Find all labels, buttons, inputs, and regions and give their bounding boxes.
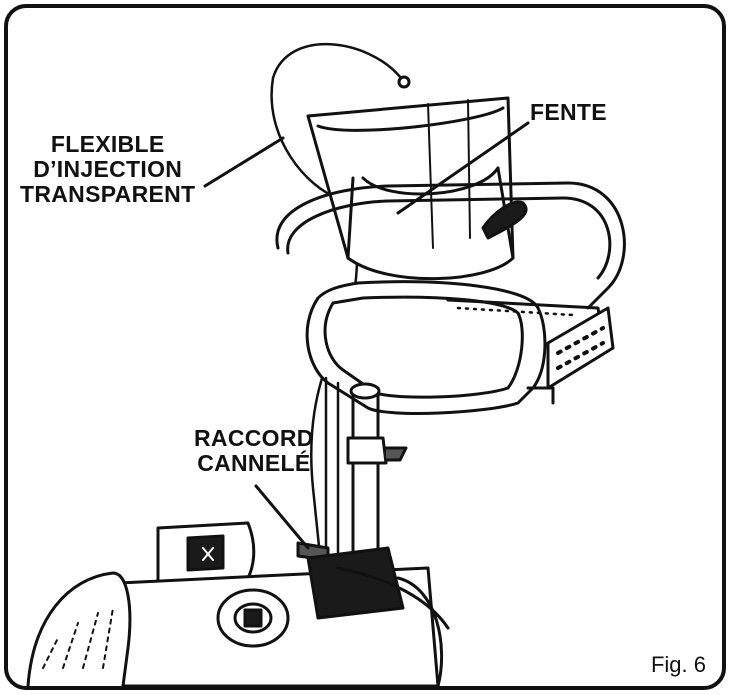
label-line: CANNELÉ <box>197 450 311 476</box>
figure-number: Fig. 6 <box>650 652 706 677</box>
tray-frame <box>275 181 626 310</box>
leader-fitting <box>254 484 310 550</box>
label-line: D’INJECTION <box>33 156 183 182</box>
handle-post <box>351 386 380 570</box>
lower-tray <box>305 280 547 415</box>
leader-slot <box>396 121 530 215</box>
label-line: FLEXIBLE <box>50 131 165 157</box>
bucket-handle <box>481 200 528 240</box>
figure-frame: FLEXIBLE D’INJECTION TRANSPARENT FENTE R… <box>4 4 726 690</box>
label-injection-hose: FLEXIBLE D’INJECTION TRANSPARENT <box>20 132 195 207</box>
label-barbed-fitting: RACCORD CANNELÉ <box>194 426 314 476</box>
post-cap <box>349 382 381 400</box>
bucket <box>306 96 515 281</box>
side-rail <box>324 376 340 570</box>
label-line: FENTE <box>530 99 607 125</box>
label-slot: FENTE <box>530 100 607 125</box>
label-line: TRANSPARENT <box>20 181 196 207</box>
hose-end <box>397 75 411 89</box>
leader-hose <box>203 136 285 188</box>
wheel <box>26 571 132 686</box>
pressure-washer-illustration <box>26 43 626 686</box>
label-line: RACCORD <box>194 425 314 451</box>
